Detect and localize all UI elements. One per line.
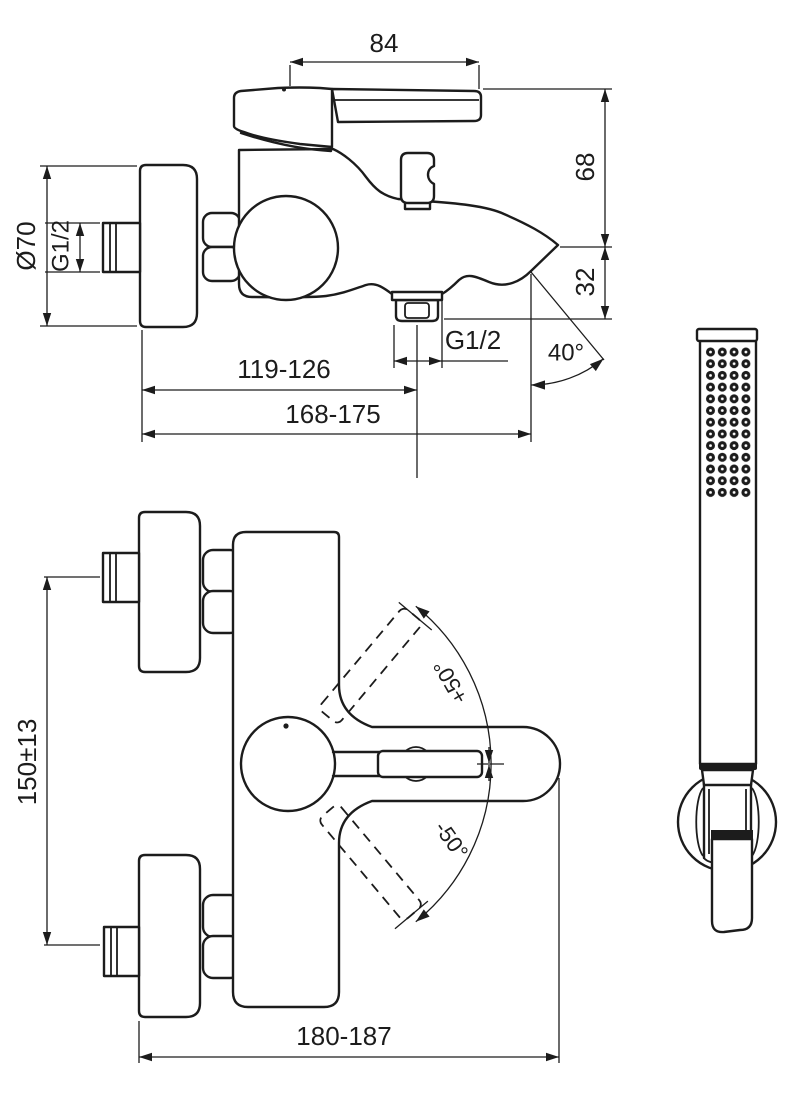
- front-lever-handle: [331, 746, 484, 782]
- dim-outlet-thread-label: G1/2: [445, 325, 501, 355]
- dim-handle-length: 84: [289, 28, 480, 89]
- hand-shower-nozzle-grid: [704, 346, 752, 499]
- hose-nut: [711, 830, 753, 839]
- dim-plus50-label: +50°: [428, 656, 473, 708]
- dim-overall-width: 180-187: [138, 778, 560, 1063]
- side-handle-cap-skirt: [239, 131, 333, 153]
- dim-outlet-thread: G1/2: [393, 296, 508, 368]
- hand-shower-faceplate-band: [695, 327, 759, 343]
- front-indicator-dot: [283, 723, 289, 729]
- side-escutcheon-circle: [232, 194, 340, 302]
- dim-heights: 68 32: [444, 88, 612, 320]
- dim-inlet-spacing: 150±13: [12, 576, 100, 946]
- hand-shower: [676, 327, 778, 934]
- dim-32-label: 32: [570, 268, 600, 297]
- front-handle-dashed-positions: [319, 601, 433, 930]
- dim-inlet-thread-label: G1/2: [47, 220, 74, 272]
- dim-180-187-label: 180-187: [296, 1021, 391, 1051]
- dim-68-label: 68: [570, 153, 600, 182]
- side-diverter-knob: [399, 151, 436, 211]
- side-handle-cap: [232, 86, 334, 149]
- dim-84-label: 84: [370, 28, 399, 58]
- dim-projections: 119-126 168-175: [141, 274, 532, 478]
- side-hex-nut: [201, 211, 242, 283]
- shower-hose: [710, 837, 754, 934]
- front-top-connection: [101, 510, 242, 674]
- side-lever-arm: [330, 87, 483, 124]
- side-indicator-dot: [282, 87, 286, 92]
- dim-diameter-label: Ø70: [11, 221, 41, 270]
- front-view-dimensions: +50° -50° 150±13 180-187: [12, 576, 560, 1063]
- front-bottom-connection: [102, 853, 242, 1019]
- dim-flange-and-thread: Ø70 G1/2: [11, 165, 137, 327]
- hand-shower-adapter: [700, 768, 755, 787]
- front-escutcheon-circle: [239, 715, 337, 813]
- dim-spout-angle: 40°: [530, 271, 607, 390]
- hand-shower-oring: [699, 763, 757, 770]
- dim-40deg-label: 40°: [548, 339, 584, 366]
- side-bottom-outlet: [390, 290, 444, 323]
- front-view: [101, 510, 562, 1019]
- dim-168-175-label: 168-175: [285, 399, 380, 429]
- side-view-dimensions: 84 68 32 Ø70 G1/2: [11, 28, 612, 478]
- side-wall-flange: [138, 163, 199, 329]
- dim-150-label: 150±13: [12, 719, 42, 806]
- dim-119-126-label: 119-126: [237, 354, 331, 384]
- dim-minus50-label: -50°: [429, 816, 473, 864]
- side-view: [101, 86, 560, 329]
- side-inlet-thread: [101, 221, 142, 274]
